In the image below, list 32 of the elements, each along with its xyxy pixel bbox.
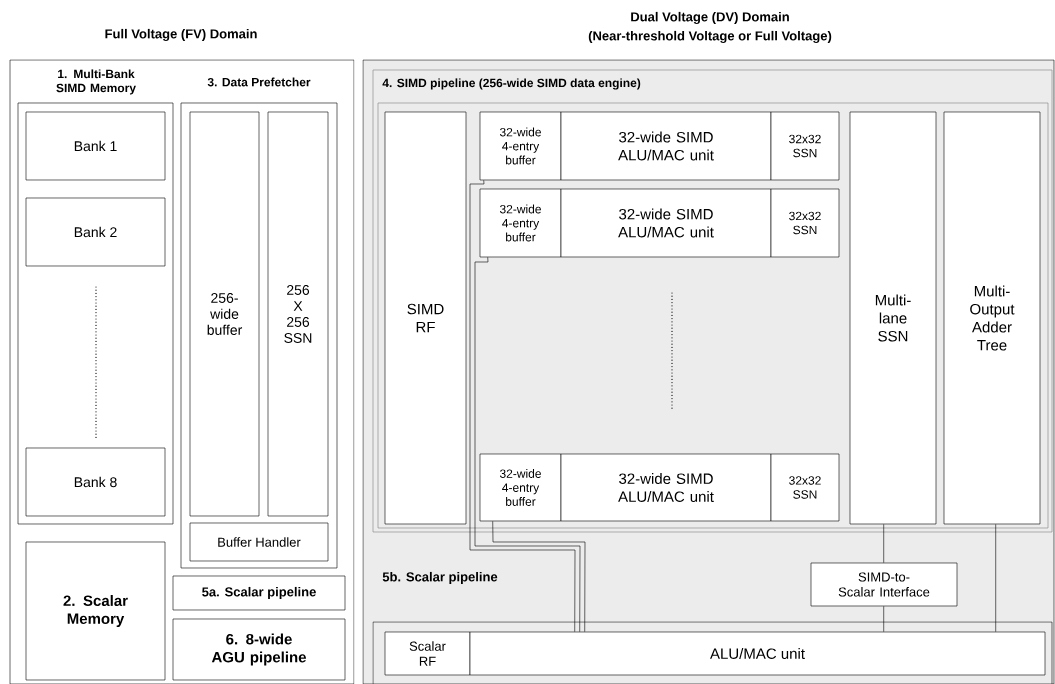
node-label: Full Voltage (FV) Domain	[105, 28, 257, 42]
switch-box: Multi-lane SSN	[849, 111, 937, 525]
node-label: 1. Multi-Bank SIMD Memory	[56, 69, 136, 95]
node-label: (Near-threshold Voltage or Full Voltage)	[588, 30, 832, 44]
connection-line	[883, 606, 884, 632]
connection-line	[469, 180, 576, 632]
switch-box: 32x32 SSN	[770, 188, 840, 258]
handler-box: Buffer Handler	[189, 522, 329, 562]
bank-box: Bank 8	[25, 447, 166, 517]
buffer-box: 32-wide 4-entry buffer	[479, 188, 562, 258]
switch-box: 32x32 SSN	[770, 453, 840, 522]
pipeline-box: 5a. Scalar pipeline	[172, 575, 346, 611]
switch-box: 32x32 SSN	[770, 111, 840, 181]
connection-line	[995, 524, 996, 632]
connection-line	[883, 524, 884, 563]
node-label: 3. Data Prefetcher	[207, 77, 311, 87]
register-file-box: SIMD RF	[384, 111, 467, 525]
node-label: Dual Voltage (DV) Domain	[631, 11, 789, 25]
register-file-box: Scalar RF	[384, 631, 471, 676]
buffer-box: 32-wide 4-entry buffer	[479, 453, 562, 522]
bank-box: Bank 2	[25, 197, 166, 267]
adder-tree-box: Multi-Output Adder Tree	[943, 111, 1041, 525]
bank-box: Bank 1	[25, 111, 166, 181]
pipeline-box: 6. 8-wide AGU pipeline	[172, 618, 346, 681]
buffer-box: 256-wide buffer	[189, 111, 260, 517]
switch-box: 256 X 256 SSN	[267, 111, 329, 517]
connection-line	[492, 521, 586, 632]
node-label: 5b. Scalar pipeline	[382, 571, 498, 585]
buffer-box: 32-wide 4-entry buffer	[479, 111, 562, 181]
connection-line	[474, 257, 581, 632]
memory-box: 2. Scalar Memory	[25, 541, 166, 681]
interface-box: SIMD-to-Scalar Interface	[810, 562, 958, 607]
